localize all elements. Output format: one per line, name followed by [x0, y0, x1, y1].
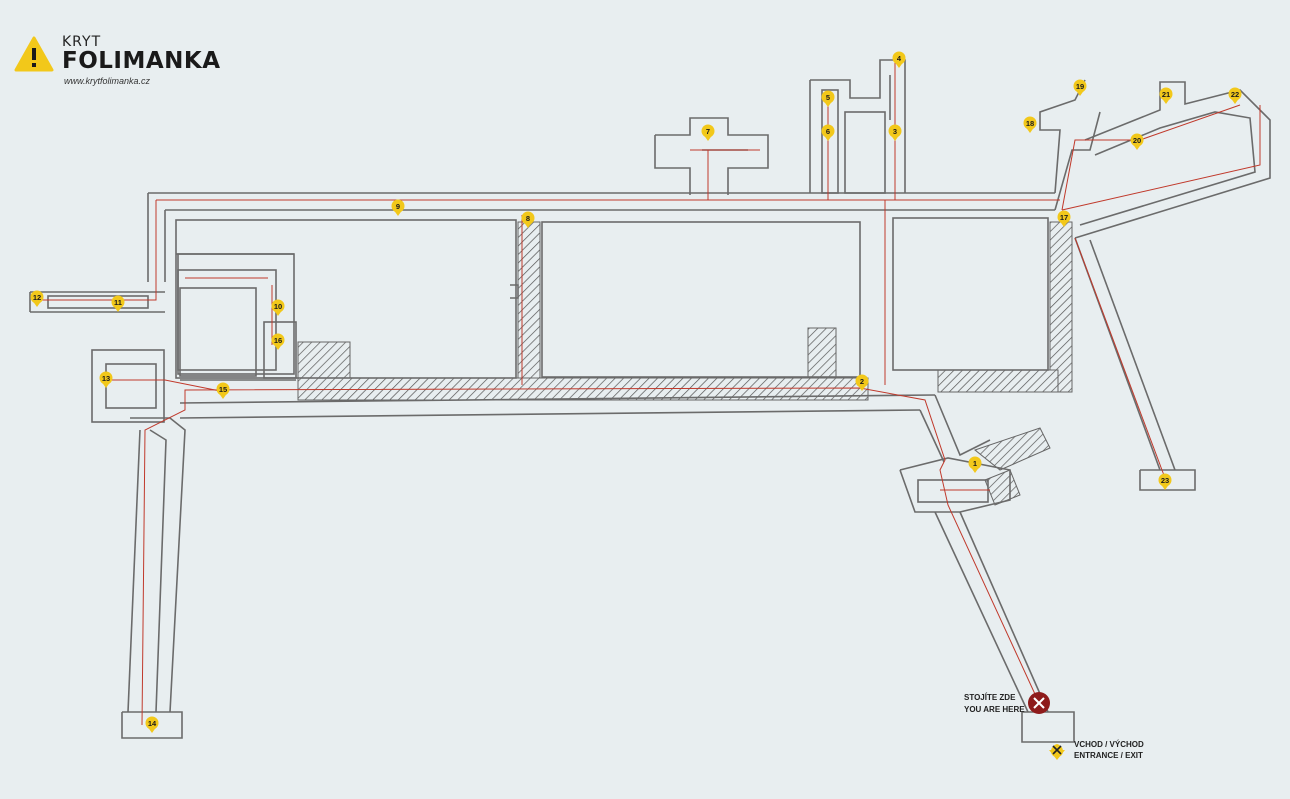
- corridor-walls: [29, 59, 1271, 743]
- logo: KRYT FOLIMANKA www.krytfolimanka.cz: [14, 34, 244, 94]
- entrance-marker-icon: [1049, 744, 1065, 760]
- marker-pin-16: 16: [271, 333, 285, 350]
- marker-label: 19: [1076, 82, 1084, 91]
- marker-label: 15: [219, 385, 227, 394]
- marker-pin-17: 17: [1057, 210, 1071, 227]
- marker-pin-2: 2: [855, 374, 869, 391]
- marker-label: 7: [706, 127, 710, 136]
- brand-top: KRYT: [62, 34, 102, 50]
- you-are-here-label-en: YOU ARE HERE: [964, 705, 1025, 714]
- marker-pin-5: 5: [821, 90, 835, 107]
- marker-label: 2: [860, 377, 864, 386]
- marker-label: 17: [1060, 213, 1068, 222]
- marker-pin-21: 21: [1159, 87, 1173, 104]
- marker-label: 20: [1133, 136, 1141, 145]
- marker-label: 1: [973, 459, 977, 468]
- you-are-here-label-cz: STOJÍTE ZDE: [964, 693, 1016, 702]
- marker-label: 10: [274, 302, 282, 311]
- marker-label: 8: [526, 214, 530, 223]
- marker-pin-9: 9: [391, 199, 405, 216]
- marker-label: 22: [1231, 90, 1239, 99]
- warning-triangle-icon: [14, 36, 54, 72]
- marker-pin-22: 22: [1228, 87, 1242, 104]
- marker-pin-6: 6: [821, 124, 835, 141]
- marker-label: 12: [33, 293, 41, 302]
- marker-pin-19: 19: [1073, 79, 1087, 96]
- entrance-label-cz: VCHOD / VÝCHOD: [1074, 740, 1144, 749]
- hatched-areas: [297, 221, 1073, 506]
- marker-label: 14: [148, 719, 157, 728]
- you-are-here-marker: [1028, 692, 1050, 714]
- marker-pin-1: 1: [968, 456, 982, 473]
- marker-pin-7: 7: [701, 124, 715, 141]
- marker-label: 6: [826, 127, 830, 136]
- brand-url: www.krytfolimanka.cz: [64, 76, 151, 86]
- marker-pin-3: 3: [888, 124, 902, 141]
- marker-pin-4: 4: [892, 51, 906, 68]
- marker-pin-20: 20: [1130, 133, 1144, 150]
- marker-label: 16: [274, 336, 282, 345]
- marker-label: 23: [1161, 476, 1169, 485]
- marker-pin-23: 23: [1158, 473, 1172, 490]
- brand-name: FOLIMANKA: [62, 48, 221, 74]
- marker-label: 3: [893, 127, 897, 136]
- marker-label: 4: [897, 54, 902, 63]
- marker-pin-12: 12: [30, 290, 44, 307]
- marker-label: 5: [826, 93, 830, 102]
- marker-label: 21: [1162, 90, 1170, 99]
- marker-pin-11: 11: [111, 295, 125, 312]
- marker-pin-14: 14: [145, 716, 159, 733]
- marker-pin-13: 13: [99, 371, 113, 388]
- marker-pin-8: 8: [521, 211, 535, 228]
- marker-label: 13: [102, 374, 110, 383]
- marker-label: 11: [114, 298, 122, 307]
- route: [40, 60, 1261, 726]
- marker-pin-15: 15: [216, 382, 230, 399]
- marker-label: 18: [1026, 119, 1034, 128]
- marker-pin-18: 18: [1023, 116, 1037, 133]
- marker-pin-10: 10: [271, 299, 285, 316]
- marker-label: 9: [396, 202, 400, 211]
- entrance-label-en: ENTRANCE / EXIT: [1074, 751, 1143, 760]
